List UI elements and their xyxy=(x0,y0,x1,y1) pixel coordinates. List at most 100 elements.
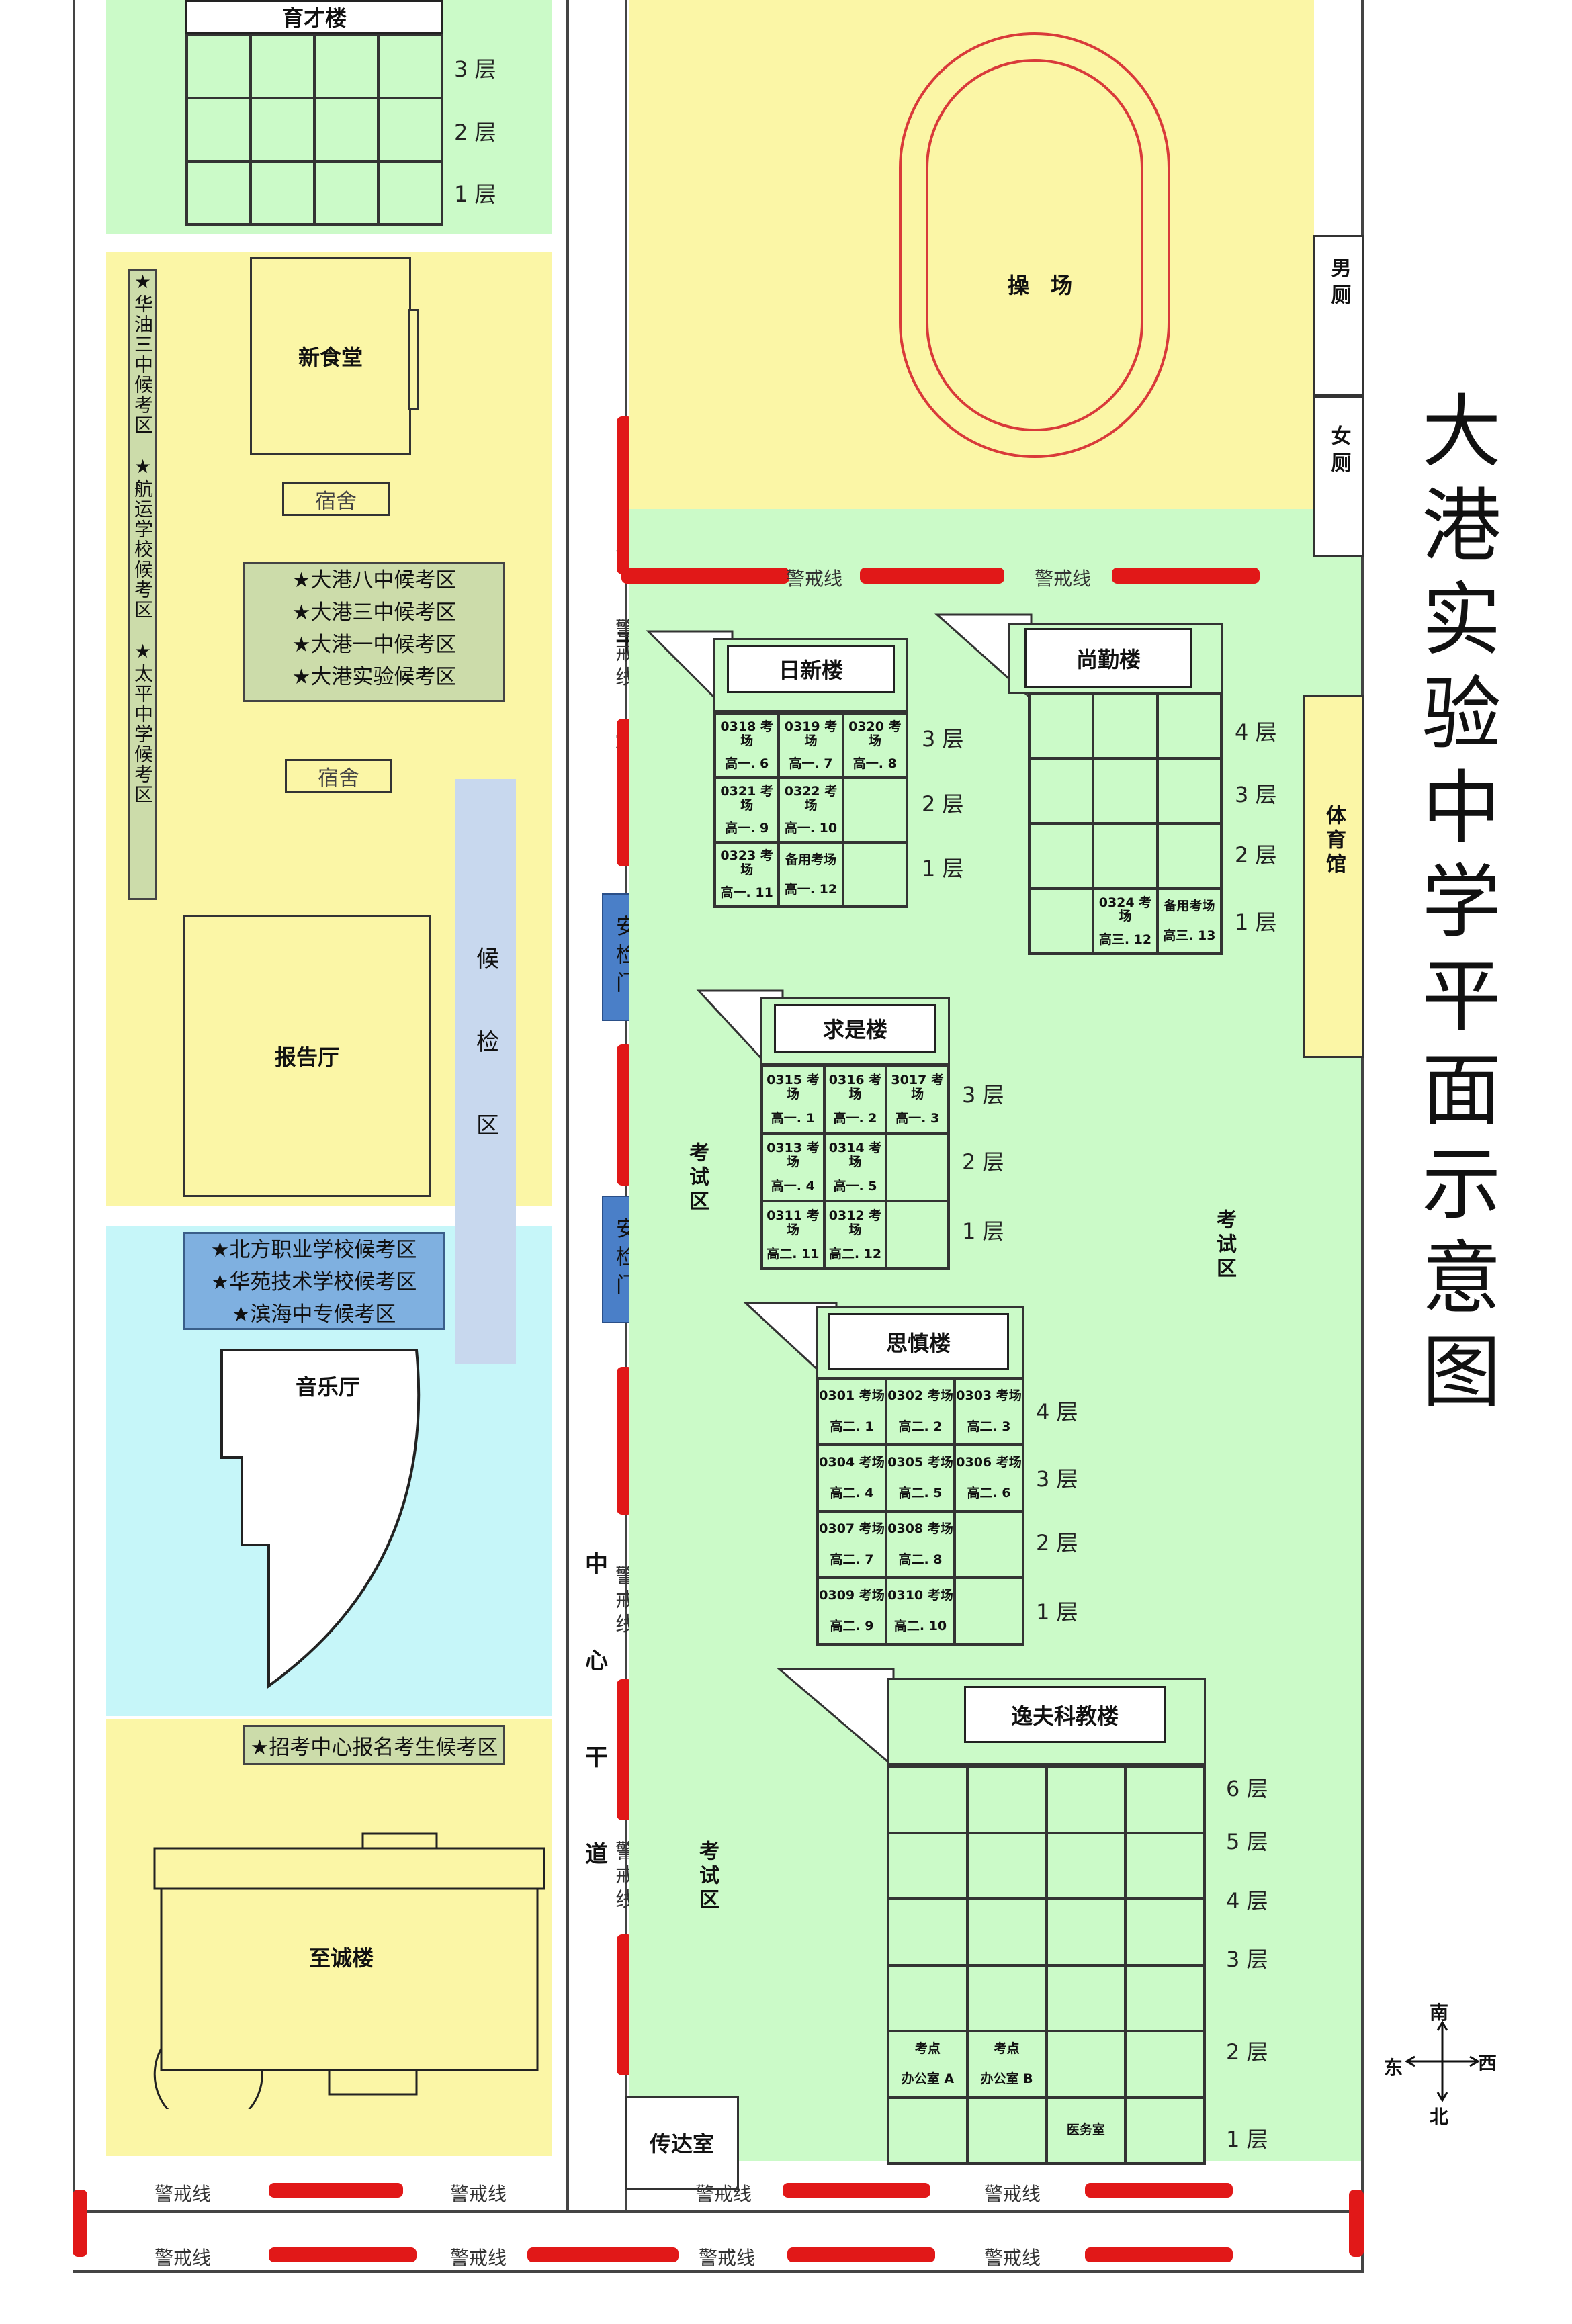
yifu-label[interactable]: 逸夫科教楼 xyxy=(964,1686,1166,1743)
dorm-2[interactable]: 宿舍 xyxy=(285,759,392,793)
sishen-room-10[interactable]: 0309 考场高二. 9 xyxy=(818,1578,886,1644)
yifu-office-b[interactable]: 考点办公室 B xyxy=(967,2031,1047,2098)
report-hall-label: 报告厅 xyxy=(274,1044,339,1070)
qiushi-label[interactable]: 求是楼 xyxy=(774,1004,936,1053)
sishen-floor-4: 4 层 xyxy=(1036,1399,1078,1425)
waiting-gray-2: ★大港三中候考区 xyxy=(292,600,457,625)
new-canteen[interactable]: 新食堂 xyxy=(250,257,411,455)
cordon-h-top-2 xyxy=(860,568,1004,584)
sishen-room-6[interactable]: 0306 考场高二. 6 xyxy=(955,1445,1023,1511)
mens-toilet[interactable]: 男厕 xyxy=(1313,235,1364,396)
qiushi-room-4[interactable]: 0313 考场高一. 4 xyxy=(762,1133,824,1202)
rixin-room-1[interactable]: 0318 考场高一. 6 xyxy=(715,713,779,778)
exam-zone-1: 考试区 xyxy=(685,1142,709,1214)
cordon-label-c-4: 警戒线 xyxy=(984,2247,1041,2269)
cordon-label-top-1: 警戒线 xyxy=(786,568,843,590)
cordon-label-b-1: 警戒线 xyxy=(155,2183,212,2205)
compass-north: 北 xyxy=(1430,2106,1449,2128)
cordon-end-left xyxy=(73,2190,87,2257)
yifu-office-a[interactable]: 考点办公室 A xyxy=(888,2031,967,2098)
sishen-room-8[interactable]: 0308 考场高二. 8 xyxy=(886,1511,955,1578)
right-boundary-line xyxy=(1361,0,1364,2270)
rixin-room-3[interactable]: 0320 考场高一. 8 xyxy=(842,713,907,778)
qiushi-floor-2: 2 层 xyxy=(962,1149,1004,1175)
new-canteen-label: 新食堂 xyxy=(298,345,363,370)
cordon-c-4 xyxy=(1085,2247,1233,2262)
qiushi-room-7[interactable]: 0311 考场高二. 11 xyxy=(762,1201,824,1269)
central-road-text-bottom: 中心干道 xyxy=(580,1552,608,1938)
sishen-floor-2: 2 层 xyxy=(1036,1530,1078,1556)
bottom-line-2 xyxy=(73,2270,1364,2273)
running-track[interactable] xyxy=(893,27,1176,463)
guard-room[interactable]: 传达室 xyxy=(625,2096,739,2190)
sishen-room-3[interactable]: 0303 考场高二. 3 xyxy=(955,1378,1023,1445)
waiting-area-bottom[interactable]: ★招考中心报名考生候考区 xyxy=(243,1725,505,1765)
music-hall-shape[interactable] xyxy=(215,1343,430,1693)
rixin-room-8[interactable]: 备用考场高一. 12 xyxy=(779,842,843,907)
shangqin-room-2[interactable]: 备用考场高三. 13 xyxy=(1157,889,1221,954)
shangqin-floor-1: 1 层 xyxy=(1235,909,1277,935)
cordon-label-c-3: 警戒线 xyxy=(699,2247,756,2269)
rixin-floor-2: 2 层 xyxy=(922,791,964,817)
qiushi-room-5[interactable]: 0314 考场高一. 5 xyxy=(824,1133,887,1202)
rixin-label[interactable]: 日新楼 xyxy=(727,645,895,693)
yifu-grid: 考点办公室 A 考点办公室 B 医务室 xyxy=(887,1765,1206,2165)
shangqin-floor-4: 4 层 xyxy=(1235,719,1277,745)
cordon-c-3 xyxy=(787,2247,935,2262)
exam-zone-2: 考试区 xyxy=(1213,1209,1236,1282)
sishen-room-7[interactable]: 0307 考场高二. 7 xyxy=(818,1511,886,1578)
rixin-floor-1: 1 层 xyxy=(922,856,964,881)
rixin-room-4[interactable]: 0321 考场高一. 9 xyxy=(715,778,779,842)
rixin-floor-3: 3 层 xyxy=(922,726,964,752)
shangqin-room-1[interactable]: 0324 考场高三. 12 xyxy=(1093,889,1158,954)
qiushi-room-2[interactable]: 0316 考场高一. 2 xyxy=(824,1066,887,1134)
gym[interactable]: 体育馆 xyxy=(1303,695,1364,1058)
sishen-room-9 xyxy=(955,1511,1023,1578)
womens-toilet[interactable]: 女厕 xyxy=(1313,396,1364,557)
yucai-grid xyxy=(185,34,443,226)
dorm-1-label: 宿舍 xyxy=(315,489,357,514)
cordon-c-1 xyxy=(269,2247,417,2262)
shangqin-floor-3: 3 层 xyxy=(1235,782,1277,807)
sishen-room-4[interactable]: 0304 考场高二. 4 xyxy=(818,1445,886,1511)
qiushi-room-6 xyxy=(886,1133,949,1202)
sishen-room-2[interactable]: 0302 考场高二. 2 xyxy=(886,1378,955,1445)
waiting-bottom-text: ★招考中心报名考生候考区 xyxy=(250,1735,498,1760)
canteen-annex xyxy=(408,309,419,410)
yifu-clinic[interactable]: 医务室 xyxy=(1046,2097,1126,2163)
sishen-label[interactable]: 思慎楼 xyxy=(828,1313,1009,1370)
cordon-c-2 xyxy=(527,2247,679,2262)
playground-zone xyxy=(629,0,1314,509)
yifu-floor-2: 2 层 xyxy=(1226,2039,1268,2065)
sishen-room-5[interactable]: 0305 考场高二. 5 xyxy=(886,1445,955,1511)
waiting-corridor[interactable]: 候检区 xyxy=(455,779,516,1364)
yucai-floor-3: 3 层 xyxy=(454,56,496,82)
cordon-end-right xyxy=(1349,2190,1364,2257)
rixin-room-5[interactable]: 0322 考场高一. 10 xyxy=(779,778,843,842)
rixin-room-2[interactable]: 0319 考场高一. 7 xyxy=(779,713,843,778)
zhicheng-building[interactable] xyxy=(148,1827,551,2109)
qiushi-room-1[interactable]: 0315 考场高一. 1 xyxy=(762,1066,824,1134)
waiting-area-vertical[interactable]: ★华油三中候考区 ★航运学校候考区 ★太平中学候考区 xyxy=(128,269,157,900)
sishen-room-12 xyxy=(955,1578,1023,1644)
yifu-roof xyxy=(776,1668,895,1769)
yifu-floor-6: 6 层 xyxy=(1226,1776,1268,1801)
cordon-label-c-2: 警戒线 xyxy=(450,2247,507,2269)
report-hall[interactable]: 报告厅 xyxy=(183,915,431,1197)
yucai-building[interactable]: 育才楼 xyxy=(185,0,443,226)
compass-west: 西 xyxy=(1478,2052,1497,2074)
sishen-room-11[interactable]: 0310 考场高二. 10 xyxy=(886,1578,955,1644)
waiting-corridor-label: 候检区 xyxy=(472,946,499,1196)
waiting-area-blue[interactable]: ★北方职业学校候考区 ★华苑技术学校候考区 ★滨海中专候考区 xyxy=(183,1232,445,1330)
rixin-room-7[interactable]: 0323 考场高一. 11 xyxy=(715,842,779,907)
waiting-area-gray[interactable]: ★大港八中候考区 ★大港三中候考区 ★大港一中候考区 ★大港实验候考区 xyxy=(243,562,505,702)
sishen-room-1[interactable]: 0301 考场高二. 1 xyxy=(818,1378,886,1445)
cordon-h-top-3 xyxy=(1112,568,1260,584)
qiushi-room-8[interactable]: 0312 考场高二. 12 xyxy=(824,1201,887,1269)
shangqin-label[interactable]: 尚勤楼 xyxy=(1024,628,1192,688)
dorm-1[interactable]: 宿舍 xyxy=(282,482,390,516)
qiushi-floor-3: 3 层 xyxy=(962,1082,1004,1108)
waiting-blue-1: ★北方职业学校候考区 xyxy=(210,1238,417,1262)
qiushi-room-3[interactable]: 3017 考场高一. 3 xyxy=(886,1066,949,1134)
left-inner-line xyxy=(566,0,569,2210)
